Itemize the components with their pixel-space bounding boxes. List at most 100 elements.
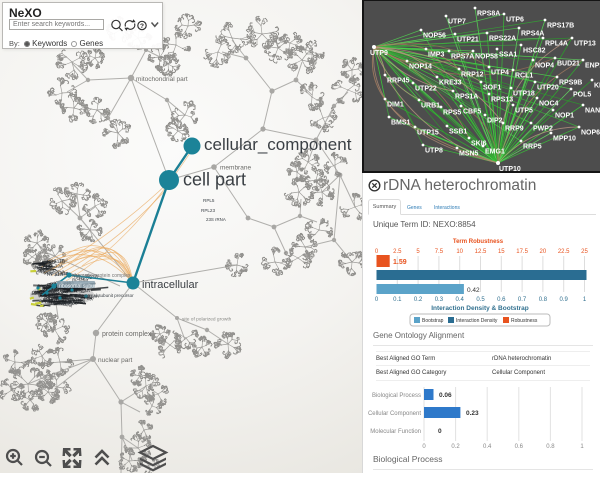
svg-text:DIM1: DIM1 [387,102,404,109]
svg-text:ribonucleoprotein complex: ribonucleoprotein complex [72,273,131,279]
svg-text:UTP13: UTP13 [574,41,596,48]
svg-text:Cellular Component: Cellular Component [368,411,421,417]
svg-text:0.3: 0.3 [435,297,444,303]
svg-text:UTP13: UTP13 [37,264,51,269]
svg-text:RPS22A: RPS22A [489,36,516,43]
svg-text:RPL31A: RPL31A [54,286,71,293]
svg-text:UTP22: UTP22 [415,86,437,93]
svg-text:0.2: 0.2 [451,444,460,450]
svg-text:BUD21: BUD21 [557,61,580,68]
svg-text:0.6: 0.6 [515,444,524,450]
svg-text:10: 10 [456,249,463,255]
svg-text:RPS4B: RPS4B [71,297,86,304]
svg-text:SSB1: SSB1 [449,129,467,136]
svg-text:RPL5: RPL5 [203,198,215,203]
svg-text:RPS11B: RPS11B [47,259,66,266]
svg-text:NOP4: NOP4 [535,63,554,70]
svg-text:UTP15: UTP15 [417,130,439,137]
svg-text:0: 0 [375,297,379,303]
svg-text:RPS1B: RPS1B [55,271,69,278]
svg-text:Interaction Density: Interaction Density [456,318,498,324]
svg-text:RPL30: RPL30 [75,294,91,300]
svg-text:RPS13: RPS13 [491,97,513,104]
svg-text:cell part: cell part [183,170,246,190]
svg-text:RPL17A: RPL17A [59,298,78,306]
svg-text:ribosomal subunit: ribosomal subunit [59,284,100,290]
svg-text:7.5: 7.5 [435,249,444,255]
svg-text:UTP5: UTP5 [515,108,533,115]
svg-text:0.7: 0.7 [518,297,527,303]
svg-text:RPS18: RPS18 [42,281,58,289]
svg-text:membrane: membrane [220,165,251,172]
svg-text:RPS29: RPS29 [39,269,54,276]
svg-text:0.4: 0.4 [483,444,492,450]
svg-text:1: 1 [580,444,584,450]
svg-text:nuclear part: nuclear part [98,357,133,364]
svg-text:12.5: 12.5 [475,249,487,255]
svg-text:EMG1: EMG1 [485,149,505,156]
svg-text:KRE33: KRE33 [439,80,462,87]
svg-text:UTP6: UTP6 [506,17,524,24]
svg-text:UTP20: UTP20 [537,85,559,92]
svg-text:ribosomal subunit precursor: ribosomal subunit precursor [77,293,134,298]
svg-text:ENP1: ENP1 [585,63,600,70]
svg-text:RPL11B: RPL11B [62,299,81,306]
svg-text:RPL6A: RPL6A [39,298,53,305]
svg-text:RPS27: RPS27 [61,296,76,304]
svg-text:Robustness: Robustness [511,318,538,324]
svg-text:RPL21A: RPL21A [43,287,59,293]
svg-text:BMS1: BMS1 [391,120,411,127]
svg-text:RPL42: RPL42 [44,293,60,300]
svg-text:SOF1: SOF1 [483,85,501,92]
svg-text:RPL36: RPL36 [37,287,51,295]
svg-text:0: 0 [375,249,379,255]
svg-text:RPS21: RPS21 [38,268,52,274]
svg-text:0.2: 0.2 [414,297,423,303]
svg-text:RPS31: RPS31 [56,293,72,301]
svg-text:intracellular: intracellular [142,279,199,291]
svg-text:RPS19B: RPS19B [49,285,70,295]
svg-text:RPS1A: RPS1A [455,94,478,101]
svg-text:RPS3: RPS3 [68,285,81,292]
svg-text:RPL4A: RPL4A [545,41,568,48]
svg-text:0.5: 0.5 [476,297,485,303]
svg-text:RPL33A: RPL33A [46,264,64,269]
svg-text:15: 15 [498,249,505,255]
svg-text:0.6: 0.6 [497,297,506,303]
svg-text:UTP21: UTP21 [457,37,479,44]
svg-text:processome: processome [32,288,58,295]
svg-text:RPL4A: RPL4A [84,294,99,300]
svg-text:URB1: URB1 [421,103,440,110]
svg-text:Bootstrap: Bootstrap [422,318,444,324]
svg-text:RPL37: RPL37 [81,295,95,302]
svg-text:PWP2: PWP2 [533,126,553,133]
svg-text:NOP14: NOP14 [409,64,432,71]
svg-text:RPL35: RPL35 [43,295,57,302]
svg-text:0.8: 0.8 [539,297,548,303]
svg-text:RPS1A: RPS1A [47,272,64,278]
svg-text:NOP1: NOP1 [555,113,574,120]
svg-text:preribosome: preribosome [60,299,86,305]
svg-text:UTP8: UTP8 [425,148,443,155]
svg-text:0: 0 [422,444,426,450]
svg-text:0.8: 0.8 [546,444,555,450]
svg-text:MSN5: MSN5 [459,151,479,158]
svg-text:0.9: 0.9 [560,297,569,303]
svg-text:UTP4: UTP4 [491,70,509,77]
svg-text:RPL28: RPL28 [42,298,57,306]
svg-text:RPS4A: RPS4A [521,31,544,38]
svg-text:RPS7A: RPS7A [451,54,474,61]
svg-text:cellular_component: cellular_component [204,135,352,154]
svg-text:RPS17B: RPS17B [547,23,574,30]
svg-text:RPS5: RPS5 [443,110,461,117]
svg-text:mitochondrial part: mitochondrial part [136,76,188,83]
svg-text:NOP56: NOP56 [48,295,64,303]
svg-text:RRP45: RRP45 [387,78,410,85]
svg-text:UTP10: UTP10 [499,166,521,171]
svg-text:RPS9B: RPS9B [559,80,582,87]
svg-text:DIP2: DIP2 [487,118,503,125]
svg-text:22.5: 22.5 [558,249,570,255]
svg-text:RPL32: RPL32 [52,297,67,305]
svg-text:RPS24A: RPS24A [34,287,52,296]
svg-text:HSC82: HSC82 [523,48,546,55]
